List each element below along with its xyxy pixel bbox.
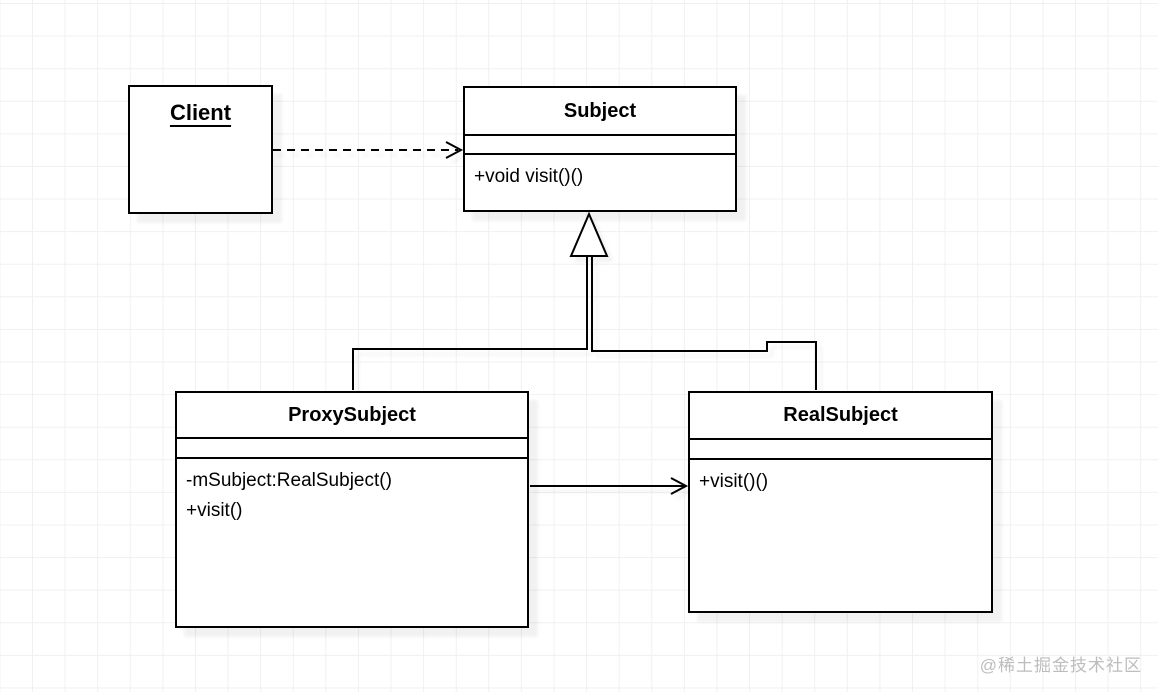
- class-title-realsubject: RealSubject: [690, 393, 991, 440]
- method-item: +void visit()(): [474, 166, 584, 187]
- method-item: -mSubject:RealSubject(): [186, 470, 392, 491]
- attributes-compartment-subject: [465, 136, 735, 155]
- method-item: +visit(): [186, 500, 243, 521]
- open-arrowhead-icon: [670, 477, 689, 495]
- attributes-compartment-proxysubject: [177, 439, 527, 459]
- association-proxysubject-to-realsubject: [530, 477, 689, 495]
- open-arrowhead-icon: [445, 141, 464, 159]
- methods-compartment-subject: +void visit()(): [465, 155, 735, 199]
- class-title-subject: Subject: [465, 88, 735, 136]
- class-box-realsubject: RealSubject +visit()(): [688, 391, 993, 613]
- methods-compartment-realsubject: +visit()(): [690, 460, 991, 504]
- inheritance-realsubject-to-subject: [591, 255, 817, 390]
- class-title-proxysubject: ProxySubject: [177, 393, 527, 439]
- method-item: +visit()(): [699, 471, 769, 492]
- inheritance-triangle-icon: [569, 211, 609, 257]
- methods-compartment-proxysubject: -mSubject:RealSubject() +visit(): [177, 459, 527, 533]
- inheritance-proxysubject-to-subject: [352, 255, 588, 390]
- class-box-proxysubject: ProxySubject -mSubject:RealSubject() +vi…: [175, 391, 529, 628]
- attributes-compartment-realsubject: [690, 440, 991, 460]
- class-title-client: Client: [169, 100, 232, 125]
- dependency-client-to-subject: [273, 141, 464, 159]
- watermark: @稀土掘金技术社区: [979, 656, 1142, 675]
- class-box-subject: Subject +void visit()(): [463, 86, 737, 212]
- class-box-client: Client: [128, 85, 273, 214]
